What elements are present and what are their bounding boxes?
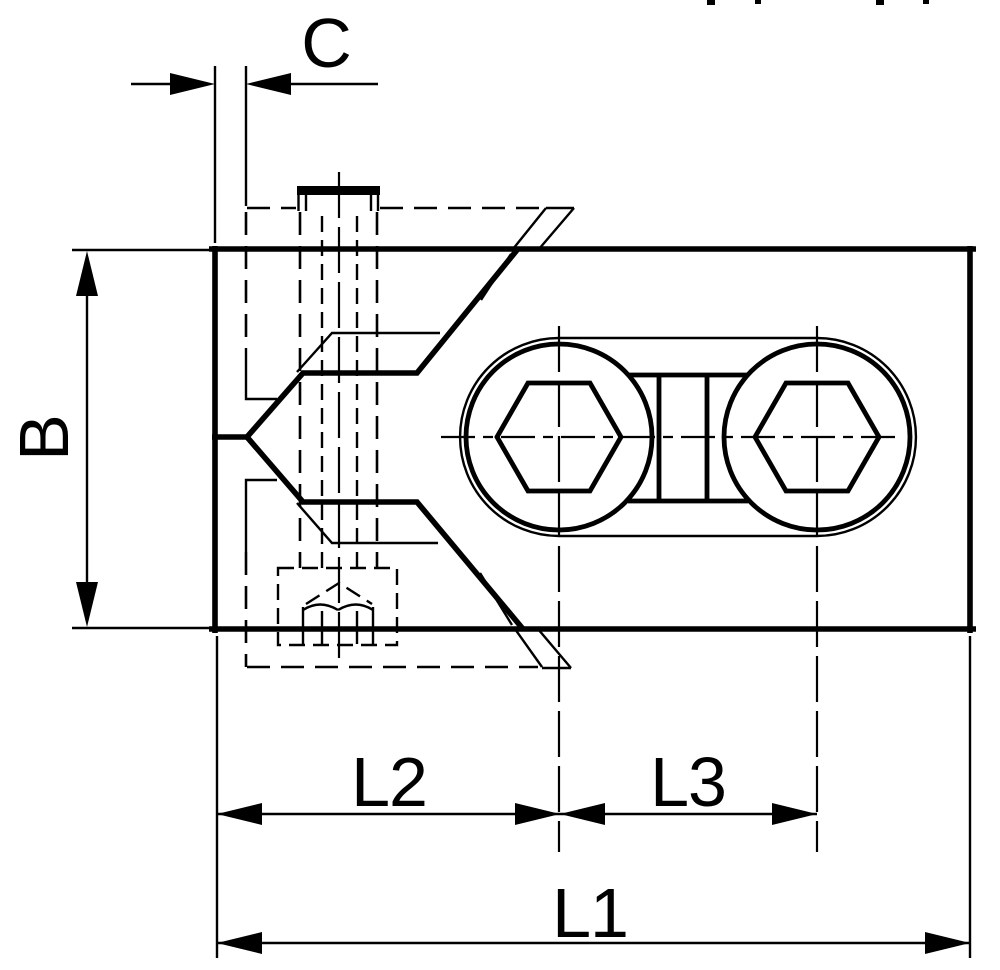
slot-counterbore-lines bbox=[628, 372, 748, 504]
dim-l1-label: L1 bbox=[552, 874, 628, 952]
wedge-step-bracket-lower bbox=[244, 478, 277, 552]
dim-b-arrow-top bbox=[76, 251, 98, 296]
dim-l3-arrow-left bbox=[560, 803, 605, 825]
wedge-lower-step-line bbox=[296, 502, 438, 545]
dim-c-arrow-left bbox=[170, 73, 215, 95]
wedge-upper-parallel-line bbox=[479, 253, 513, 301]
t-nut-hidden-outline bbox=[276, 566, 399, 647]
dim-c-extension-lines bbox=[213, 66, 248, 243]
wedge-lower-edge bbox=[244, 435, 526, 631]
t-nut bbox=[276, 566, 399, 647]
dim-b-arrow-bottom bbox=[76, 582, 98, 627]
dim-b-label: B bbox=[5, 415, 83, 461]
dim-l3-label: L3 bbox=[650, 743, 726, 821]
hidden-screw bbox=[297, 172, 380, 663]
dim-l1-arrow-right bbox=[925, 932, 970, 954]
block-outline bbox=[209, 246, 976, 633]
cropped-text-remnant bbox=[707, 0, 929, 5]
dim-l2-arrow-right bbox=[515, 803, 560, 825]
dimension-l1: L1 bbox=[217, 636, 972, 958]
wedge-upper-step-line bbox=[296, 331, 440, 373]
nut-chamfer-arcs bbox=[302, 603, 374, 612]
dim-c-arrow-right bbox=[246, 73, 291, 95]
dim-l1-arrow-left bbox=[217, 932, 262, 954]
screw-cap-sides bbox=[297, 186, 380, 211]
wedge-lower-parallel-line bbox=[478, 572, 514, 626]
dimension-b: B bbox=[5, 248, 211, 630]
nut-chamfer-chevron bbox=[305, 581, 373, 606]
dimension-l2-l3: L2 L3 bbox=[215, 636, 817, 958]
wedge-tip-top bbox=[512, 206, 575, 250]
dim-b-extension-lines bbox=[72, 248, 211, 630]
dim-l2-label: L2 bbox=[351, 743, 427, 821]
nut-flat-edges bbox=[301, 607, 375, 644]
dim-l2-arrow-left bbox=[217, 803, 262, 825]
dim-c-label: C bbox=[301, 4, 351, 82]
dim-l3-arrow-right bbox=[772, 803, 817, 825]
wedge-upper-edge bbox=[212, 248, 520, 440]
dimension-c: C bbox=[131, 4, 378, 243]
v-groove-wedge bbox=[212, 206, 575, 670]
slot-and-screws bbox=[441, 326, 918, 852]
wedge-tip-bottom bbox=[514, 628, 572, 670]
wedge-step-bracket-upper bbox=[244, 348, 277, 401]
